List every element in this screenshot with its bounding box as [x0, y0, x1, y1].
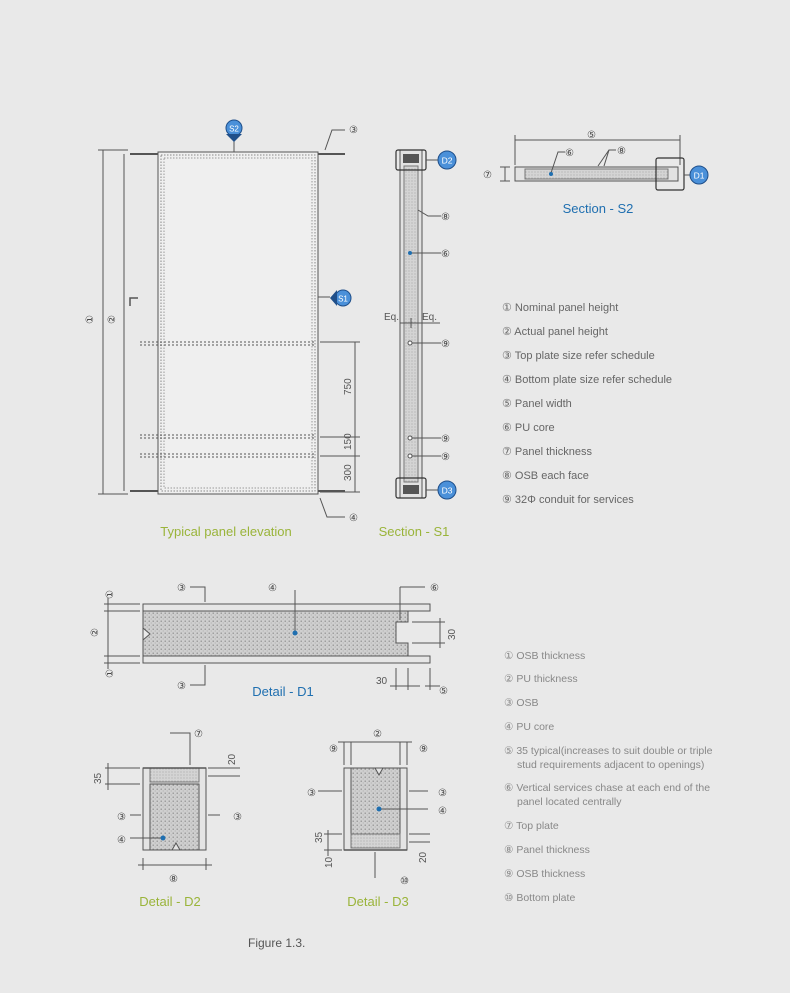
callout-8-d2: ⑧ [169, 874, 178, 885]
dim-35-d2: 35 [93, 772, 104, 784]
legend-top: ① Nominal panel height ② Actual panel he… [502, 302, 672, 506]
legend-bottom-item: ② PU thickness [504, 673, 578, 685]
marker-d2: D2 [437, 150, 457, 170]
section-s1 [395, 149, 441, 499]
callout-2-d3: ② [373, 729, 382, 740]
figure-caption: Figure 1.3. [248, 936, 305, 950]
dim-eq-left: Eq. [384, 312, 399, 323]
detail-d1 [104, 586, 445, 690]
callout-1-d1a: ① [105, 590, 116, 599]
callout-4-elev: ④ [349, 513, 358, 524]
callout-6-d1: ⑥ [430, 583, 439, 594]
legend-bottom-item: stud requirements adjacent to openings) [517, 759, 704, 771]
callout-9-d3a: ⑨ [329, 744, 338, 755]
title-detail-d1: Detail - D1 [252, 684, 313, 699]
dim-30-d1a: 30 [447, 628, 458, 640]
callout-3-elev: ③ [349, 125, 358, 136]
callout-3-d3a: ③ [307, 788, 316, 799]
callout-4-d1: ④ [268, 583, 277, 594]
legend-bottom-item: ⑩ Bottom plate [504, 892, 575, 904]
dim-750: 750 [343, 378, 354, 395]
callout-5-s2: ⑤ [587, 130, 596, 141]
callout-2-elev: ② [107, 315, 118, 324]
dim-eq-right: Eq. [422, 312, 437, 323]
callout-3-d1b: ③ [177, 681, 186, 692]
legend-bottom-item: ⑦ Top plate [504, 820, 559, 832]
title-section-s2: Section - S2 [563, 201, 634, 216]
detail-d2 [105, 732, 240, 870]
legend-bottom-item: ④ PU core [504, 721, 554, 733]
dim-10-d3: 10 [324, 856, 335, 868]
callout-9-s1a: ⑨ [441, 339, 450, 350]
callout-8-s1: ⑧ [441, 212, 450, 223]
legend-top-item: ③ Top plate size refer schedule [502, 350, 655, 362]
dim-20-d3: 20 [418, 851, 429, 863]
callout-9-d3b: ⑨ [419, 744, 428, 755]
marker-s2: S2 [225, 119, 243, 152]
title-elevation: Typical panel elevation [160, 524, 292, 539]
callout-3-d3b: ③ [438, 788, 447, 799]
legend-top-item: ⑥ PU core [502, 422, 555, 434]
callout-8-s2: ⑧ [617, 146, 626, 157]
legend-bottom: ① OSB thickness ② PU thickness ③ OSB ④ P… [504, 650, 713, 904]
callout-9-s1c: ⑨ [441, 452, 450, 463]
callout-3-d1a: ③ [177, 583, 186, 594]
callout-6-s1: ⑥ [441, 249, 450, 260]
dim-30-d1b: 30 [376, 676, 388, 687]
callout-5-d1: ⑤ [439, 686, 448, 697]
panel-elevation [98, 129, 360, 518]
panel-dotted-edge [160, 154, 316, 492]
callout-4-d3: ④ [438, 806, 447, 817]
dim-35-d3: 35 [314, 831, 325, 843]
dim-150: 150 [343, 433, 354, 450]
legend-top-item: ⑤ Panel width [502, 398, 572, 410]
callout-3-d2a: ③ [117, 812, 126, 823]
marker-d3: D3 [437, 480, 457, 500]
detail-d3 [318, 741, 430, 878]
title-detail-d3: Detail - D3 [347, 894, 408, 909]
legend-bottom-item: ⑧ Panel thickness [504, 844, 590, 856]
dim-20-d2: 20 [227, 753, 238, 765]
callout-3-d2b: ③ [233, 812, 242, 823]
marker-s1-label: S1 [338, 295, 348, 304]
legend-top-item: ④ Bottom plate size refer schedule [502, 374, 672, 386]
callout-7-d2: ⑦ [194, 729, 203, 740]
legend-top-item: ① Nominal panel height [502, 302, 618, 314]
callout-2-d1: ② [90, 628, 101, 637]
section-s2 [500, 135, 690, 191]
callout-4-d2: ④ [117, 835, 126, 846]
callout-9-s1b: ⑨ [441, 434, 450, 445]
legend-bottom-item: panel located centrally [517, 796, 622, 808]
callout-6-s2: ⑥ [565, 148, 574, 159]
marker-s2-label: S2 [229, 125, 239, 134]
callout-1-elev: ① [85, 315, 96, 324]
marker-d2-label: D2 [442, 156, 453, 166]
legend-bottom-item: ⑨ OSB thickness [504, 868, 585, 880]
title-detail-d2: Detail - D2 [139, 894, 200, 909]
marker-s1: S1 [330, 289, 352, 307]
legend-top-item: ② Actual panel height [502, 326, 608, 338]
callout-1-d1b: ① [105, 669, 116, 678]
legend-top-item: ⑨ 32Φ conduit for services [502, 494, 634, 506]
title-section-s1: Section - S1 [379, 524, 450, 539]
panel-outline [157, 151, 319, 495]
legend-top-item: ⑦ Panel thickness [502, 446, 592, 458]
callout-7-s2: ⑦ [483, 170, 492, 181]
dim-300: 300 [343, 464, 354, 481]
legend-bottom-item: ⑥ Vertical services chase at each end of… [504, 782, 710, 794]
legend-bottom-item: ⑤ 35 typical(increases to suit double or… [504, 745, 713, 757]
marker-d1-label: D1 [694, 171, 705, 181]
marker-d1: D1 [689, 165, 709, 185]
legend-top-item: ⑧ OSB each face [502, 470, 589, 482]
callout-10-d3: ⑩ [400, 876, 409, 887]
marker-d3-label: D3 [442, 486, 453, 496]
legend-bottom-item: ③ OSB [504, 697, 539, 709]
legend-bottom-item: ① OSB thickness [504, 650, 585, 662]
